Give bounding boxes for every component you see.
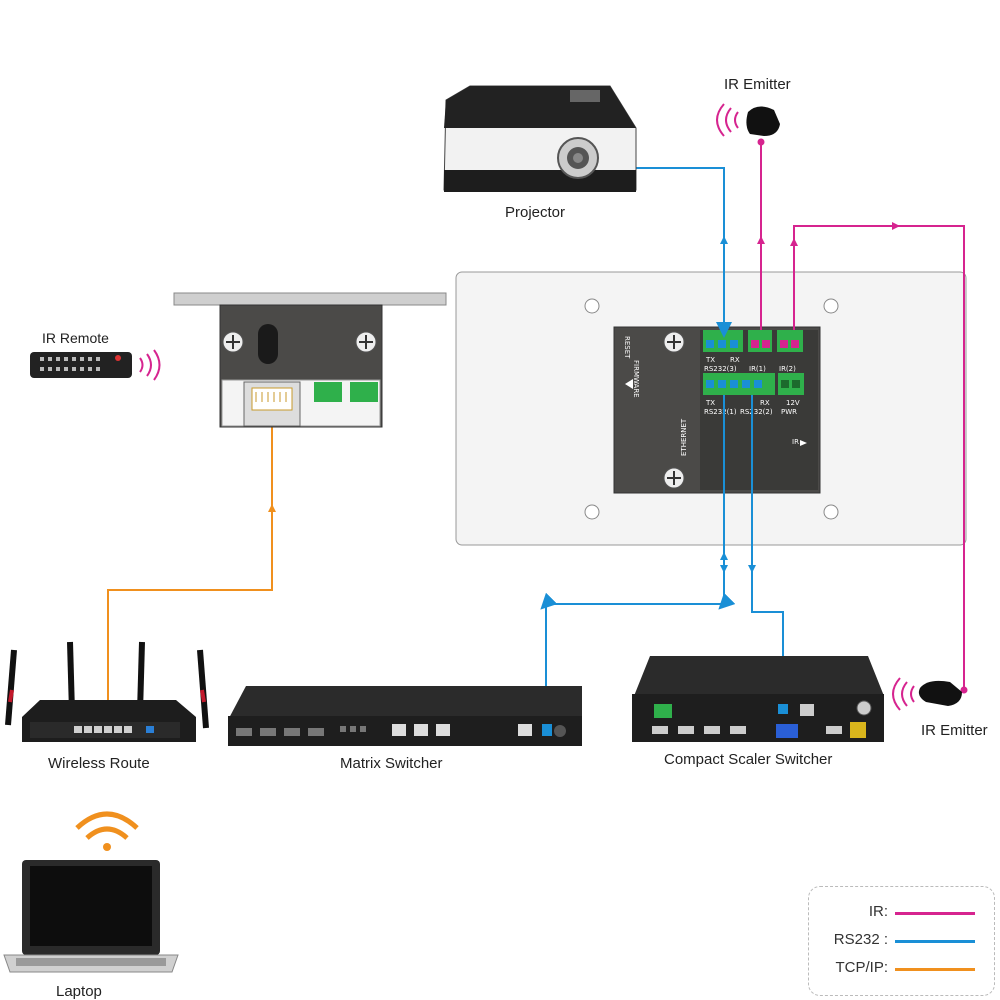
rs232-wire-matrix xyxy=(540,395,736,728)
matrix-switcher xyxy=(228,686,582,746)
terminal-power: 12V PWR xyxy=(778,373,804,416)
legend-label-tcpip: TCP/IP: xyxy=(835,959,888,976)
12v-label: 12V xyxy=(786,399,800,407)
terminal-ir-2: IR(2) xyxy=(777,330,803,373)
projector xyxy=(443,85,637,192)
legend: IR: RS232 : TCP/IP: xyxy=(808,886,995,996)
rs232-1-label: RS232(1) xyxy=(704,408,737,416)
laptop-label: Laptop xyxy=(56,983,102,1000)
rx-label-bottom: RX xyxy=(760,399,770,407)
ir-wire-right-emitter xyxy=(793,225,965,690)
ir-emitter-top xyxy=(716,103,780,137)
legend-swatch-rs232 xyxy=(895,940,975,943)
tcpip-wire xyxy=(107,408,273,700)
projector-label: Projector xyxy=(505,204,566,221)
ethernet-label: ETHERNET xyxy=(680,418,688,456)
wireless-router xyxy=(5,641,209,742)
laptop xyxy=(3,811,179,973)
matrix-switcher-label: Matrix Switcher xyxy=(340,755,443,772)
rx-label-top: RX xyxy=(730,356,740,364)
panel-screw-top xyxy=(663,331,685,353)
ir-out-label: IR xyxy=(792,438,799,446)
legend-label-rs232: RS232 : xyxy=(833,931,888,948)
ir-emitter-right-label: IR Emitter xyxy=(921,722,988,739)
pwr-label: PWR xyxy=(781,408,797,416)
ir-remote-label: IR Remote xyxy=(42,330,109,346)
legend-label-ir: IR: xyxy=(868,903,888,920)
panel-screw-bottom xyxy=(663,467,685,489)
firmware-label: FIRMWARE xyxy=(632,360,640,398)
ir-remote xyxy=(30,349,161,381)
legend-swatch-tcpip xyxy=(895,968,975,971)
ir2-label: IR(2) xyxy=(779,365,796,373)
legend-row-rs232: RS232 : xyxy=(809,929,994,951)
network-wall-module xyxy=(173,292,447,428)
compact-scaler-switcher xyxy=(632,656,884,742)
rs232-3-label: RS232(3) xyxy=(704,365,737,373)
ir-emitter-right xyxy=(892,677,962,711)
compact-scaler-label: Compact Scaler Switcher xyxy=(664,751,833,768)
legend-row-ir: IR: xyxy=(809,901,994,923)
tx-label-bottom: TX xyxy=(705,399,715,407)
legend-swatch-ir xyxy=(895,912,975,915)
tx-label-top: TX xyxy=(705,356,715,364)
wireless-router-label: Wireless Route xyxy=(48,755,150,772)
legend-row-tcpip: TCP/IP: xyxy=(809,957,994,979)
terminal-ir-1: IR(1) xyxy=(748,330,772,373)
reset-label: RESET xyxy=(623,336,631,359)
rs232-2-label: RS232(2) xyxy=(740,408,773,416)
ir1-label: IR(1) xyxy=(749,365,766,373)
terminal-rs232-3: TX RX RS232(3) xyxy=(703,330,743,373)
wall-plate: RESET FIRMWARE ETHERNET IR TX RX RS232(3… xyxy=(455,271,967,546)
rs232-wire-projector xyxy=(630,167,732,338)
terminal-rs232-1-2: TX RX RS232(1) RS232(2) xyxy=(703,373,775,416)
ir-emitter-top-label: IR Emitter xyxy=(724,76,791,93)
